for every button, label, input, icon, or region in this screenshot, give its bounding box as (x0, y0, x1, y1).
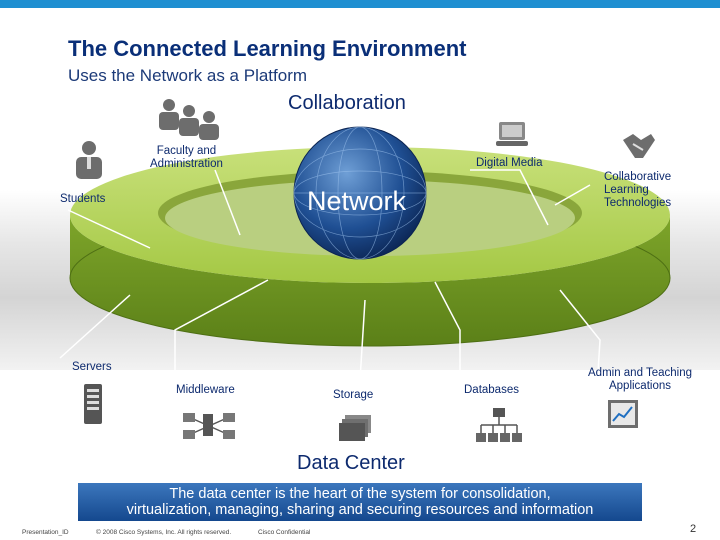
data-center-heading: Data Center (297, 452, 405, 474)
chart-application-icon (608, 400, 638, 428)
collaboration-heading: Collaboration (288, 92, 406, 114)
banner-line2: virtualization, managing, sharing and se… (126, 502, 594, 518)
collab-tech-line3: Technologies (604, 197, 672, 209)
bottom-connector-lines (59, 279, 601, 385)
page-subtitle: Uses the Network as a Platform (68, 66, 308, 85)
admin-apps-line1: Admin and Teaching (588, 367, 692, 379)
database-tree-icon (476, 408, 522, 442)
page-title: The Connected Learning Environment (68, 36, 467, 61)
collab-tech-label: Collaborative Learning Technologies (604, 171, 671, 210)
servers-label: Servers (72, 361, 112, 373)
middleware-label: Middleware (176, 384, 235, 396)
footer-presentation-id: Presentation_ID (22, 529, 69, 536)
ring-outer-side (70, 215, 670, 346)
storage-folders-icon (339, 415, 371, 441)
storage-label: Storage (333, 389, 374, 401)
faculty-label-line1: Faculty and (156, 145, 217, 157)
top-connector-lines (67, 169, 591, 249)
footer-confidential: Cisco Confidential (258, 529, 311, 536)
admin-apps-label: Admin and Teaching Applications (588, 367, 692, 393)
banner-line1: The data center is the heart of the syst… (169, 486, 551, 502)
digital-media-label: Digital Media (476, 157, 543, 169)
data-center-banner: The data center is the heart of the syst… (78, 483, 642, 521)
databases-label: Databases (464, 384, 519, 396)
collab-tech-line2: Learning (604, 184, 649, 196)
middleware-icon (183, 413, 235, 439)
server-icon (84, 384, 102, 424)
faculty-label-line2: Administration (150, 158, 223, 170)
admin-apps-line2: Applications (608, 380, 671, 392)
faculty-label: Faculty and Administration (150, 145, 223, 171)
people-group-icon (159, 99, 219, 140)
globe-gridlines (293, 126, 427, 260)
network-label: Network (307, 186, 407, 216)
page-number: 2 (690, 523, 697, 535)
collab-tech-line1: Collaborative (604, 171, 672, 183)
top-accent-bar (0, 0, 720, 8)
students-label: Students (60, 193, 106, 205)
handshake-icon (623, 134, 655, 158)
laptop-icon (496, 122, 528, 146)
person-icon (76, 141, 102, 179)
footer-copyright: © 2008 Cisco Systems, Inc. All rights re… (96, 529, 232, 536)
